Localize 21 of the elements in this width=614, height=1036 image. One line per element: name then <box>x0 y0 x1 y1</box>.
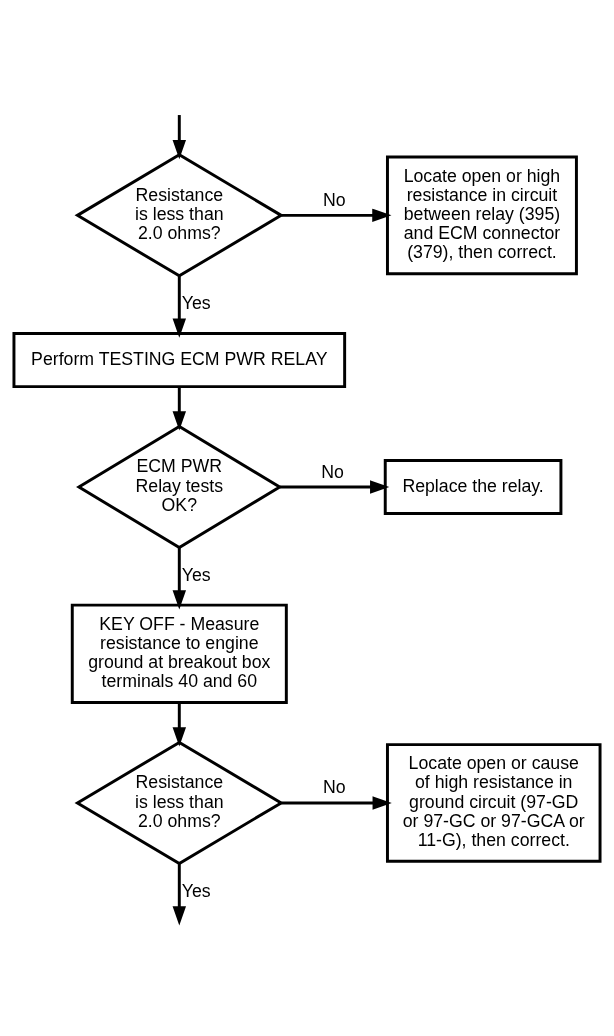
node-box: Locate open or cause of high resistance in ground circuit (97-GD or 97-GC or 97-GCA or 11-G), then correct. <box>386 743 602 863</box>
arrow <box>172 115 187 160</box>
edge-label: No <box>322 189 346 210</box>
arrow <box>281 208 392 223</box>
node-box: Locate open or high resistance in circuit between relay (395) and ECM connector (379), then correct. <box>386 155 578 276</box>
node-box: KEY OFF - Measure resistance to engine ground at breakout box terminals 40 and 60 <box>70 603 288 704</box>
edge-label: Yes <box>181 293 211 314</box>
node-box: Perform TESTING ECM PWR RELAY <box>12 332 347 389</box>
arrow <box>172 387 187 431</box>
arrow <box>172 702 187 747</box>
node-diamond: ECM PWR Relay tests OK? <box>76 424 283 550</box>
edge-label: No <box>321 461 344 482</box>
arrow <box>172 276 187 338</box>
node-box: Replace the relay. <box>383 458 563 516</box>
arrow <box>280 480 390 494</box>
edge-label: No <box>322 777 346 798</box>
arrow <box>172 547 187 610</box>
edge-label: Yes <box>181 564 211 585</box>
edge-label: Yes <box>181 880 211 901</box>
arrow <box>281 796 392 810</box>
arrow <box>172 864 187 926</box>
